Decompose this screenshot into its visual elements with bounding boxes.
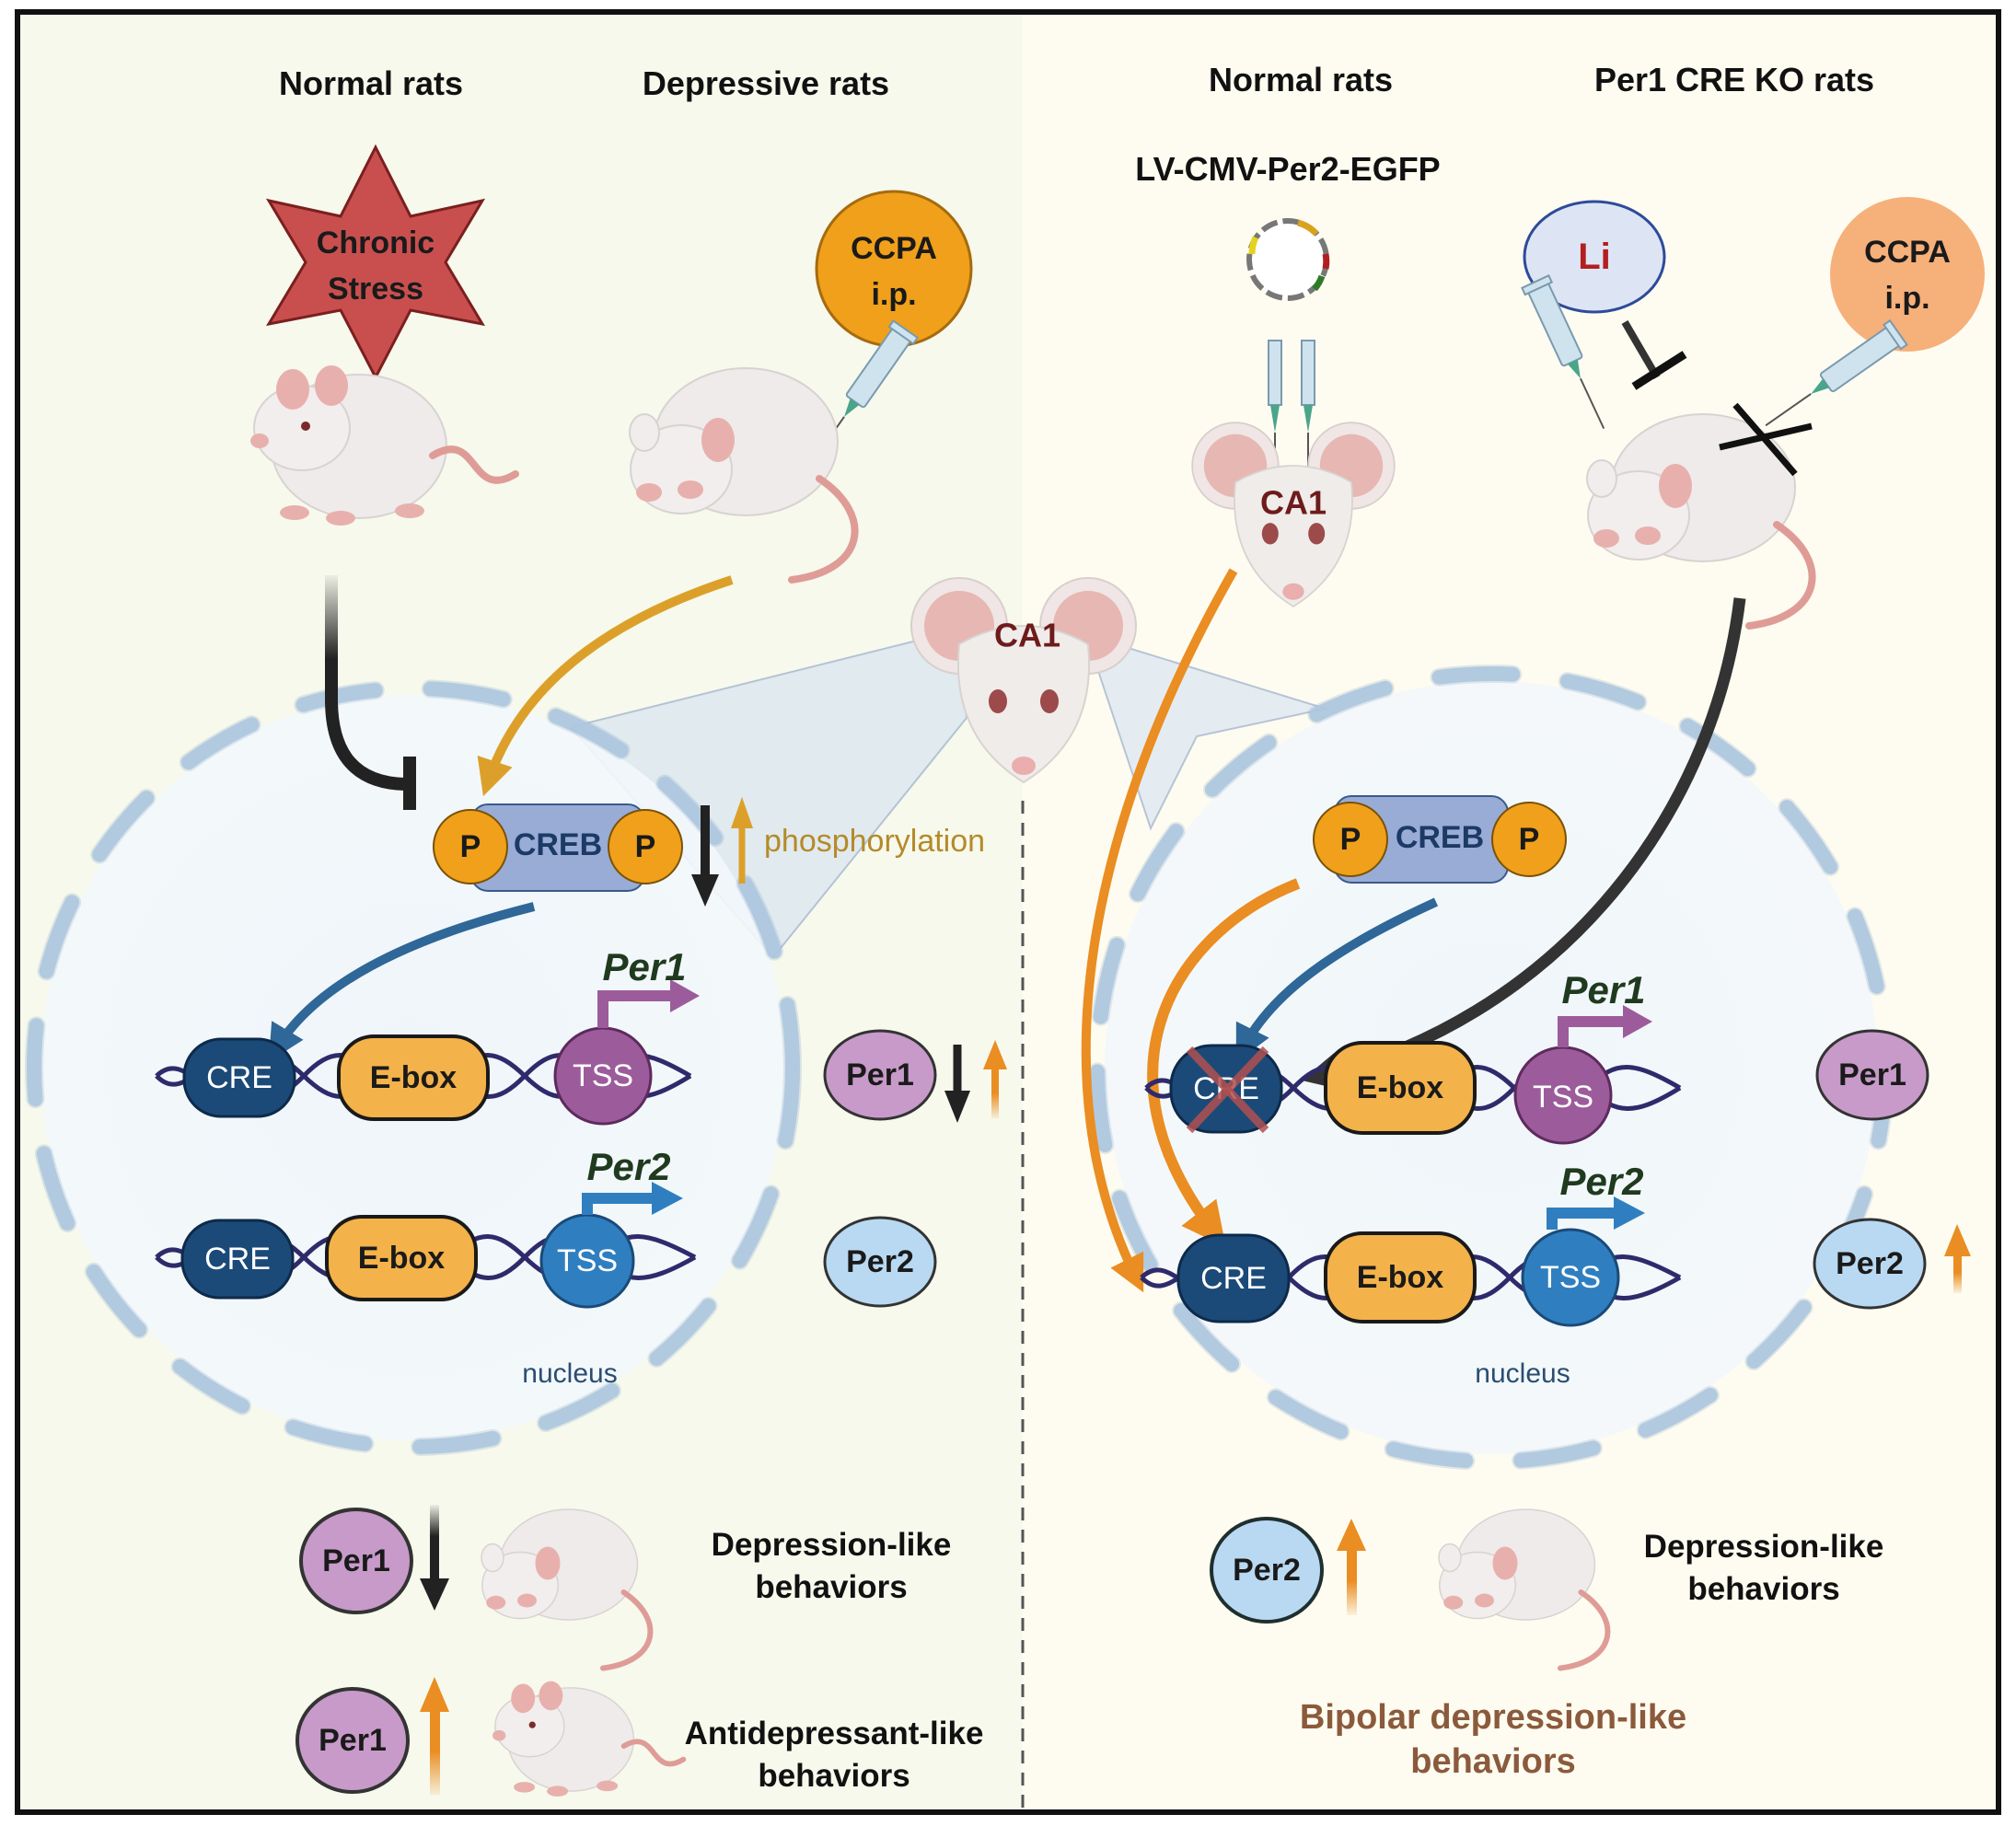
per1-change-arrows (944, 1040, 1007, 1123)
figure-border (15, 9, 2001, 1815)
ebox-element: E-box (358, 1241, 446, 1276)
per2-up-arrow-right (1944, 1224, 1971, 1293)
phospho-p-left: P (460, 829, 481, 864)
knockout-x-icon (1186, 1046, 1269, 1134)
outcome-line2: behaviors (755, 1569, 907, 1605)
per1-protein-right: Per1 (1815, 1029, 1929, 1121)
outcome-line2: behaviors (758, 1758, 910, 1794)
outcome-line1: Depression-like (1644, 1529, 1884, 1565)
plasmid-icon (1246, 218, 1330, 301)
lithium-label: Li (1578, 237, 1611, 277)
creb-to-per2-cre-arrow (1147, 878, 1301, 1248)
phospho-p-left: P (1340, 822, 1361, 857)
lithium-node: Li (1523, 200, 1666, 314)
ccpa-activation-arrow (477, 575, 734, 797)
outcome-depression-right: Per2 Depression-like behaviors (1210, 1509, 1884, 1669)
right-dna-row-per2: CRE E-box TSS Per2 (1140, 1160, 1682, 1327)
nucleus-label-left: nucleus (522, 1358, 617, 1389)
stress-label-line1: Chronic (317, 225, 434, 260)
creb-complex-right: P CREB P (1313, 795, 1567, 884)
bipolar-summary-line2: behaviors (1410, 1742, 1576, 1781)
stress-label-line2: Stress (328, 272, 423, 306)
right-zoom-wedge (1084, 633, 1329, 831)
creb-to-cre-arrow-left (268, 902, 536, 1062)
gene-label-per1: Per1 (1561, 968, 1645, 1011)
outcome-depression-left: Per1 Depression-like behaviors (299, 1505, 952, 1669)
outcome-line1: Depression-like (712, 1527, 952, 1563)
phosphorylation-label: phosphorylation (764, 824, 985, 859)
nucleus-label-right: nucleus (1475, 1358, 1570, 1389)
right-dna-row-per1: CRE E-box TSS Per1 (1144, 968, 1682, 1145)
header-per1-cre-ko-rats: Per1 CRE KO rats (1594, 61, 1874, 98)
ccpa-left-line2: i.p. (871, 277, 916, 312)
per1-protein-label: Per1 (846, 1057, 914, 1092)
gene-label-per2: Per2 (586, 1145, 670, 1188)
ccpa-right-line1: CCPA (1864, 235, 1951, 270)
ccpa-ip-left: CCPA i.p. (815, 190, 973, 348)
chronic-stress-star: Chronic Stress (265, 144, 486, 381)
ebox-element: E-box (1357, 1260, 1444, 1295)
per1-outcome-label: Per1 (319, 1723, 387, 1758)
center-ca1-label: CA1 (994, 617, 1060, 654)
injection-ca1-label: CA1 (1260, 484, 1327, 522)
inhibition-bar (403, 757, 416, 810)
per2-protein-right: Per2 (1813, 1218, 1927, 1310)
ebox-element: E-box (1357, 1070, 1444, 1105)
tss-element: TSS (1533, 1080, 1593, 1115)
left-dna-row-per2: CRE E-box TSS Per2 (155, 1145, 697, 1309)
creb-complex-left: P CREB P (433, 803, 683, 892)
phosphorylation-change-arrows (691, 797, 753, 907)
header-depressive-rats: Depressive rats (643, 64, 889, 102)
gene-label-per2: Per2 (1559, 1160, 1643, 1203)
tss-element: TSS (557, 1243, 618, 1278)
cre-element: CRE (206, 1060, 272, 1095)
per2-outcome-label: Per2 (1233, 1553, 1301, 1588)
outcome-line2: behaviors (1687, 1571, 1839, 1607)
per1-protein-label: Per1 (1838, 1057, 1906, 1092)
header-normal-rats-right: Normal rats (1209, 61, 1393, 98)
header-normal-rats-left: Normal rats (279, 64, 463, 102)
per1-protein-left: Per1 (823, 1029, 937, 1121)
blocked-x-icon (1719, 402, 1813, 477)
outcome-antidepressant-left: Per1 Antidepressant-like behaviors (295, 1677, 984, 1797)
per2-protein-label: Per2 (846, 1244, 914, 1279)
tss-element: TSS (573, 1058, 633, 1093)
bipolar-summary-line1: Bipolar depression-like (1300, 1698, 1686, 1737)
vector-label: LV-CMV-Per2-EGFP (1135, 150, 1440, 188)
cre-element: CRE (1200, 1261, 1267, 1296)
tss-element: TSS (1540, 1260, 1601, 1295)
ccpa-left-line1: CCPA (851, 231, 937, 266)
lv-per2-arrow (1081, 568, 1238, 1293)
gene-label-per1: Per1 (602, 945, 686, 988)
stress-inhibition-arrow (325, 575, 406, 791)
creb-to-cre-arrow-right (1235, 897, 1439, 1063)
per2-protein-left: Per2 (823, 1216, 937, 1308)
per1-outcome-label: Per1 (322, 1543, 390, 1578)
ebox-element: E-box (370, 1060, 458, 1095)
left-dna-row-per1: CRE E-box TSS Per1 (155, 945, 700, 1126)
phospho-p-right: P (635, 829, 656, 864)
phospho-p-right: P (1519, 822, 1540, 857)
creb-label-left: CREB (514, 827, 602, 862)
creb-label-right: CREB (1396, 820, 1484, 855)
ccpa-right-line2: i.p. (1884, 281, 1929, 316)
ccpa-ip-right: CCPA i.p. (1830, 197, 1985, 352)
cre-element: CRE (204, 1242, 271, 1277)
outcome-line1: Antidepressant-like (685, 1716, 984, 1751)
per2-protein-label: Per2 (1836, 1246, 1904, 1281)
li-inhibition-icon (1621, 319, 1687, 390)
